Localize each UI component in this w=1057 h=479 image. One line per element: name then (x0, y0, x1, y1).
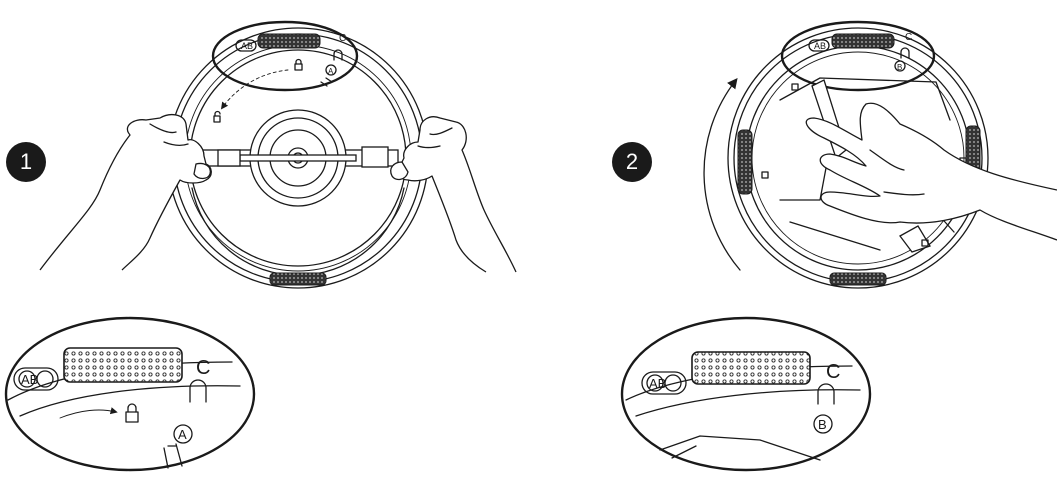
zoom-c-label: C (196, 357, 210, 379)
connector-highlight-2 (780, 20, 936, 92)
zoom-b-marker: B (818, 417, 827, 432)
c-port-label: C (339, 33, 346, 44)
zoom-ab-label-2: AB (649, 376, 666, 391)
lock-icon (294, 58, 303, 71)
step-2-zoom: AB C B (620, 316, 872, 472)
rotation-arrow-icon (703, 77, 741, 271)
bottom-grille (269, 272, 327, 286)
zoom-a-marker: A (178, 427, 187, 442)
connector-zoom (63, 347, 183, 383)
c-port-label-2: C (905, 32, 912, 43)
step-2-badge: 2 (612, 142, 652, 182)
zoom-lock-icon (125, 403, 139, 423)
step-1-badge: 1 (6, 142, 46, 182)
left-grille (737, 129, 753, 195)
connector-zoom-2 (691, 351, 811, 385)
right-hand (397, 116, 517, 273)
connector-highlight (211, 20, 359, 92)
top-grille-2 (831, 33, 895, 49)
ab-port-label: AB (241, 41, 253, 51)
b-marker-small: B (897, 63, 902, 72)
bottom-grille-2 (829, 272, 887, 286)
a-marker-small: A (328, 67, 334, 76)
step-1-device: AB C A (167, 20, 429, 289)
top-grille (257, 33, 321, 49)
step-1-zoom: AB C A (4, 316, 256, 472)
turning-hand (805, 102, 1057, 241)
left-hand (39, 113, 212, 271)
unlock-icon (213, 110, 221, 123)
zoom-ab-label: AB (21, 372, 38, 387)
zoom-c-label-2: C (826, 361, 840, 383)
rotation-path (220, 69, 289, 110)
ab-port-label-2: AB (814, 41, 826, 51)
